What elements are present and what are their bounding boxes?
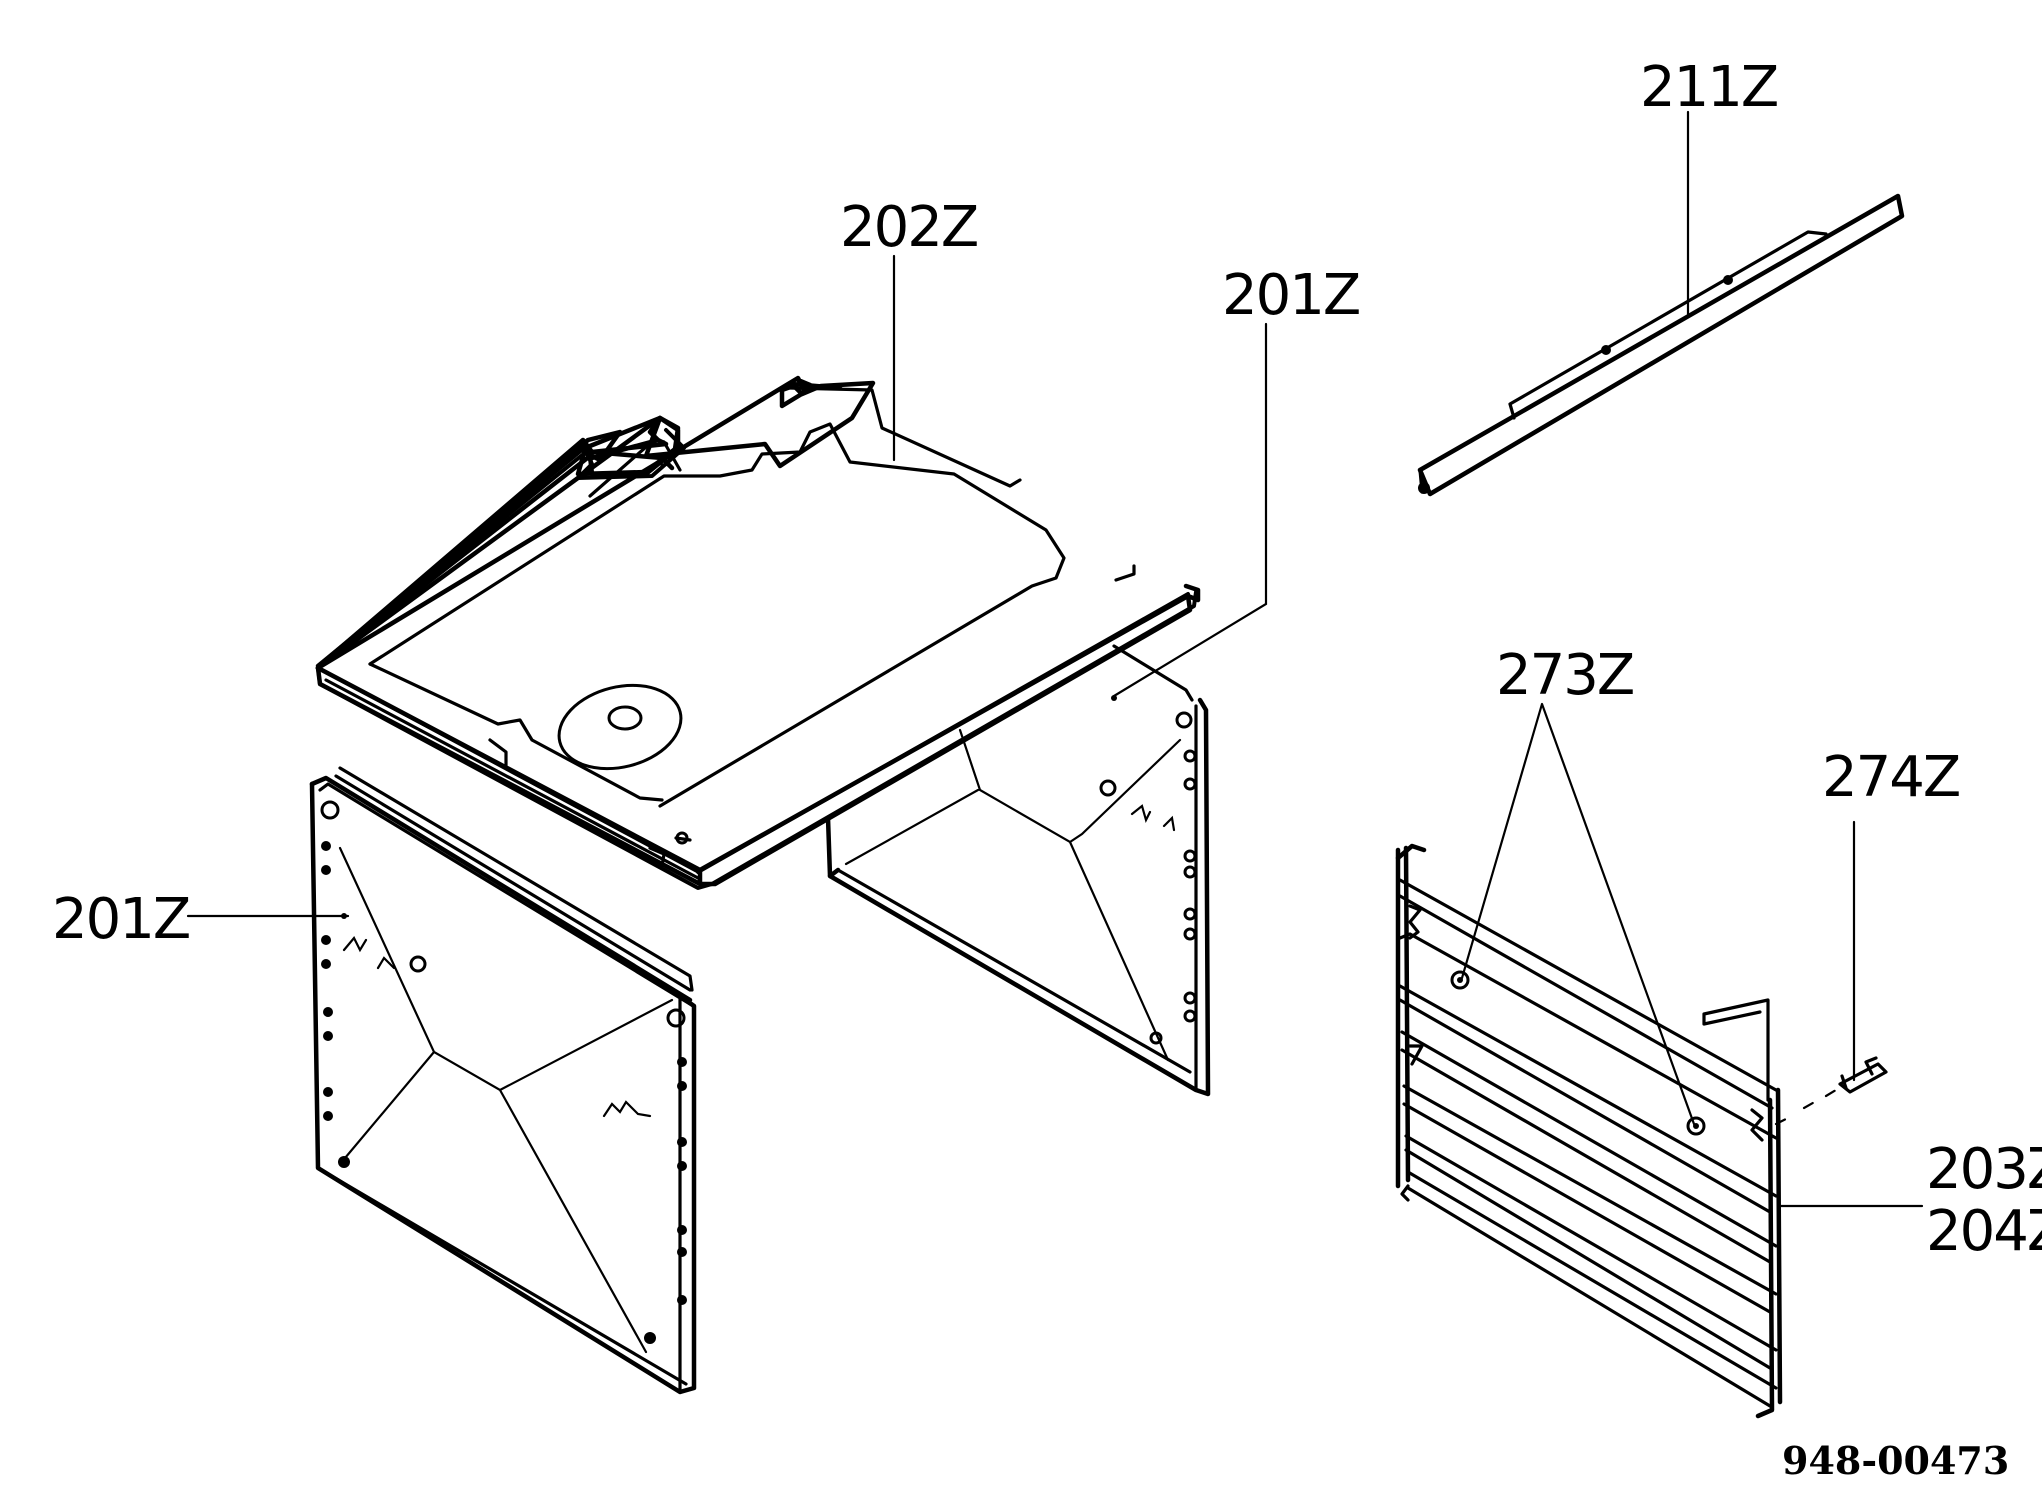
rail-211z (1417, 193, 1905, 497)
leader-lines (186, 110, 1924, 1208)
label-201z-left: 201Z (52, 887, 189, 952)
label-203z: 203Z (1926, 1137, 2042, 1202)
label-273z: 273Z (1496, 643, 1633, 708)
shelf-rack-203z-204z (1395, 843, 1783, 1419)
top-panel-202z (315, 375, 1201, 887)
label-204z: 204Z (1926, 1199, 2042, 1264)
side-panel-201z-left (309, 766, 697, 1395)
label-274z: 274Z (1822, 745, 1959, 810)
side-panel-201z-right (825, 644, 1211, 1097)
top-panel-outline (316, 386, 1198, 890)
label-201z-right: 201Z (1222, 263, 1359, 328)
label-211z: 211Z (1640, 55, 1777, 120)
drawing-reference-number: 948-00473 (1782, 1438, 2009, 1483)
pin-274z (1774, 1056, 1888, 1126)
part-labels: 202Z 201Z 211Z 201Z 273Z 274Z 203Z 204Z … (52, 55, 2042, 1483)
label-202z: 202Z (840, 195, 977, 260)
